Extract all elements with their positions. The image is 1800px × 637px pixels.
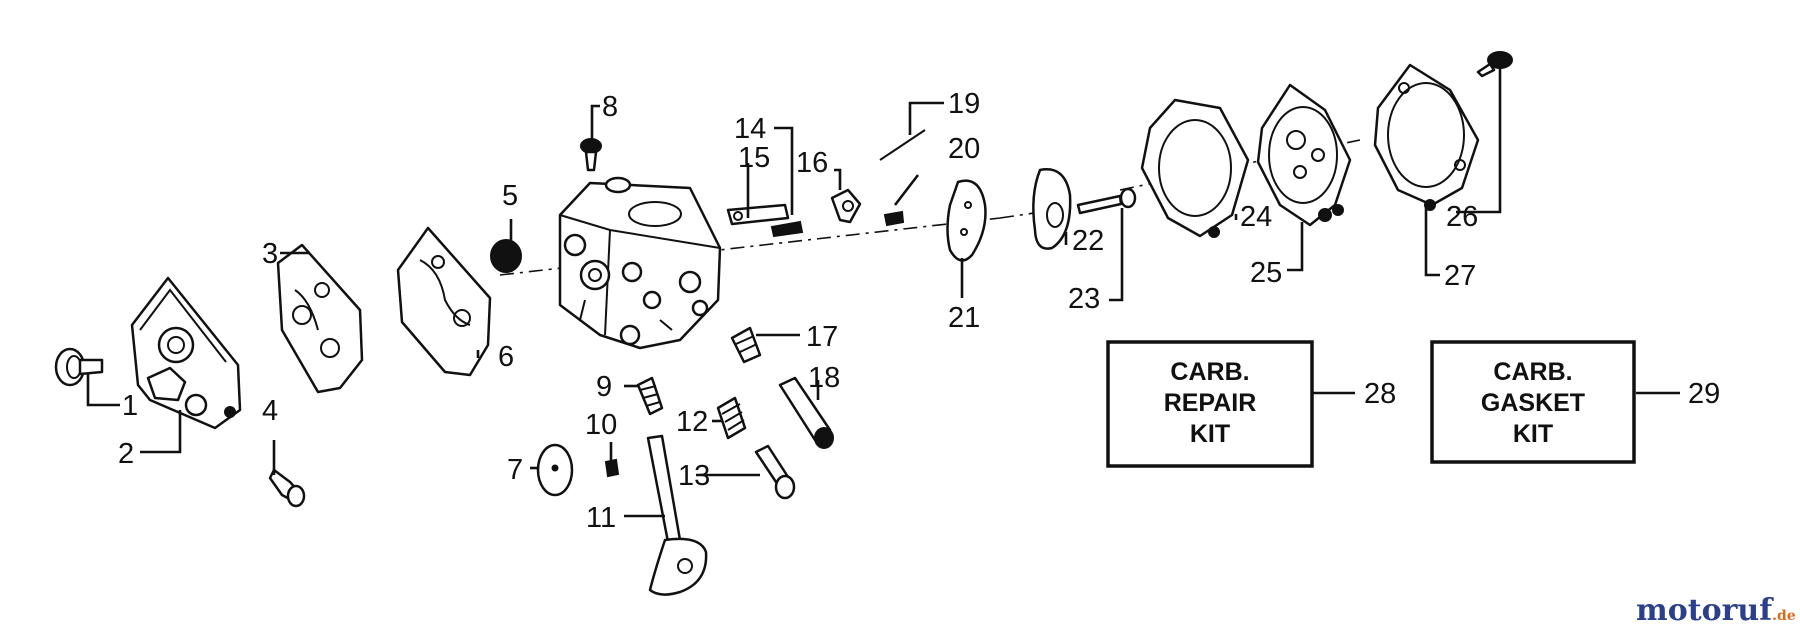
kit-line: KIT bbox=[1190, 420, 1230, 448]
carb-repair-kit-box: CARB. REPAIR KIT bbox=[1106, 340, 1314, 468]
part-18-needle bbox=[778, 376, 834, 449]
part-label: 8 bbox=[602, 91, 618, 123]
part-label: 5 bbox=[502, 180, 518, 212]
part-label: 9 bbox=[596, 371, 612, 403]
part-label: 23 bbox=[1068, 283, 1100, 315]
part-label: 28 bbox=[1364, 378, 1396, 410]
part-9-spring bbox=[636, 376, 664, 416]
part-label: 15 bbox=[738, 142, 770, 174]
part-23-screw bbox=[1076, 187, 1137, 215]
kit-line: CARB. bbox=[1493, 358, 1572, 386]
part-label: 7 bbox=[507, 454, 523, 486]
part-label: 19 bbox=[948, 88, 980, 120]
part-labels: 1 2 3 4 5 6 7 8 9 10 11 12 13 14 15 16 1… bbox=[118, 88, 1720, 534]
part-5-plug bbox=[490, 239, 522, 273]
part-label: 3 bbox=[262, 238, 278, 270]
part-label: 2 bbox=[118, 438, 134, 470]
kit-line: KIT bbox=[1513, 420, 1553, 448]
part-2-pump-cover bbox=[130, 276, 242, 430]
part-3-gasket bbox=[276, 243, 364, 394]
part-1-screw bbox=[54, 347, 104, 387]
part-24-gasket bbox=[1140, 98, 1250, 238]
part-label: 17 bbox=[806, 321, 838, 353]
carb-gasket-kit-box: CARB. GASKET KIT bbox=[1430, 340, 1636, 464]
svg-text:motoruf.de: motoruf.de bbox=[1636, 593, 1796, 628]
kit-line: CARB. bbox=[1170, 358, 1249, 386]
part-label: 18 bbox=[808, 362, 840, 394]
leader-lines bbox=[86, 68, 1680, 518]
part-label: 26 bbox=[1446, 201, 1478, 233]
kit-line: REPAIR bbox=[1164, 389, 1257, 417]
part-label: 24 bbox=[1240, 201, 1272, 233]
part-14-15-throttle-lever bbox=[726, 203, 804, 238]
part-12-spring bbox=[716, 396, 747, 440]
part-label: 29 bbox=[1688, 378, 1720, 410]
part-label: 4 bbox=[262, 395, 278, 427]
part-label: 10 bbox=[585, 409, 617, 441]
part-16-clip bbox=[830, 188, 862, 224]
part-label: 1 bbox=[122, 390, 138, 422]
part-7-disc bbox=[536, 443, 574, 497]
part-label: 20 bbox=[948, 133, 980, 165]
part-label: 27 bbox=[1444, 260, 1476, 292]
part-4-screw bbox=[268, 468, 306, 508]
part-label: 13 bbox=[678, 460, 710, 492]
part-8-screw bbox=[580, 138, 602, 172]
part-label: 22 bbox=[1072, 225, 1104, 257]
part-label: 12 bbox=[676, 406, 708, 438]
part-21-throttle-plate bbox=[946, 179, 987, 262]
part-label: 6 bbox=[498, 341, 514, 373]
part-10-valve bbox=[604, 458, 620, 478]
part-label: 21 bbox=[948, 302, 980, 334]
part-13-screw bbox=[754, 444, 796, 500]
part-11-lever bbox=[646, 434, 708, 596]
part-label: 14 bbox=[734, 113, 766, 145]
watermark-logo: motoruf.de bbox=[1636, 593, 1796, 628]
part-label: 16 bbox=[796, 147, 828, 179]
part-6-diaphragm bbox=[396, 226, 492, 377]
part-17-spring bbox=[730, 326, 762, 364]
part-22-choke-plate bbox=[1032, 168, 1072, 250]
watermark-suffix: .de bbox=[1772, 608, 1796, 624]
part-25-diaphragm bbox=[1256, 83, 1352, 227]
kit-line: GASKET bbox=[1481, 389, 1585, 417]
part-label: 11 bbox=[586, 502, 616, 534]
carburetor-body bbox=[558, 176, 722, 350]
part-19-20-shaft bbox=[879, 129, 926, 227]
part-27-cover bbox=[1373, 63, 1480, 211]
part-26-screw bbox=[1476, 51, 1513, 78]
watermark-text: motoruf bbox=[1636, 593, 1774, 628]
part-label: 25 bbox=[1250, 257, 1282, 289]
